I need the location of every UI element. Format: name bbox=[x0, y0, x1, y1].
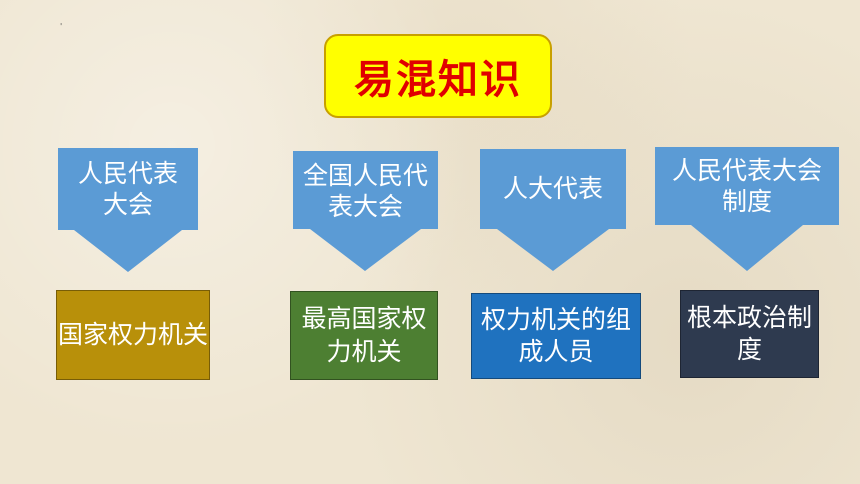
arrow-head-3 bbox=[480, 149, 626, 271]
arrow-head-4 bbox=[655, 147, 839, 271]
arrow-head-2 bbox=[293, 151, 438, 271]
arrow-label-2: 全国人民代表大会 bbox=[302, 160, 428, 221]
arrow-label-3: 人大代表 bbox=[502, 174, 603, 204]
corner-mark: ' bbox=[60, 22, 63, 31]
result-box-2: 最高国家权力机关 bbox=[290, 291, 438, 380]
callout-arrow-3: 人大代表 bbox=[480, 149, 626, 271]
callout-arrow-1: 人民代表大会 bbox=[58, 148, 198, 272]
diagram-title: 易混知识 bbox=[324, 34, 552, 118]
result-box-4: 根本政治制度 bbox=[680, 290, 819, 378]
result-box-3: 权力机关的组成人员 bbox=[471, 293, 641, 379]
arrow-head-1 bbox=[58, 148, 198, 272]
result-box-1: 国家权力机关 bbox=[56, 290, 210, 380]
callout-arrow-4: 人民代表大会制度 bbox=[655, 147, 839, 271]
arrow-label-1: 人民代表大会 bbox=[77, 158, 178, 219]
arrow-label-4: 人民代表大会制度 bbox=[671, 155, 822, 216]
callout-arrow-2: 全国人民代表大会 bbox=[293, 151, 438, 271]
